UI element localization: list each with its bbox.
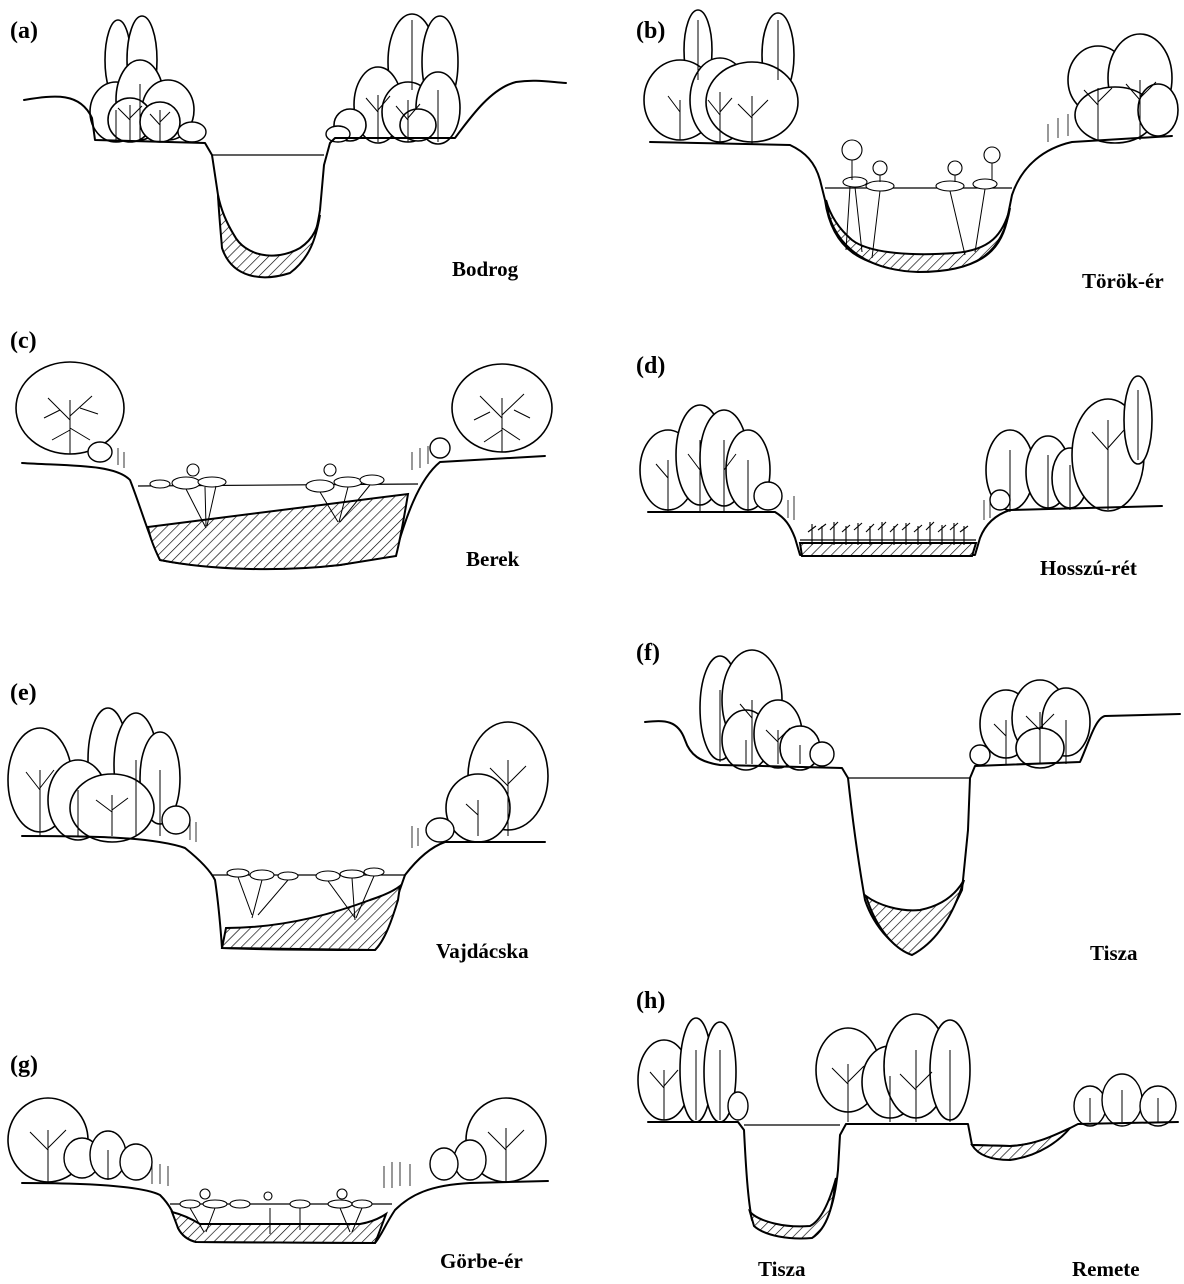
- panel-tag: (g): [10, 1052, 38, 1078]
- site-label: Vajdácska: [436, 939, 529, 963]
- site-label: Tisza: [1090, 941, 1138, 965]
- panel-b: (b): [636, 10, 1178, 293]
- panel-tag: (b): [636, 18, 665, 44]
- site-label: Tisza: [758, 1257, 806, 1281]
- vegetation-left: [16, 362, 124, 468]
- panel-tag: (h): [636, 988, 665, 1014]
- vegetation-left: [8, 708, 196, 842]
- vegetation-left: [644, 10, 798, 144]
- emergent-plants: [808, 522, 968, 545]
- panel-e: (e): [8, 680, 548, 963]
- vegetation-left: [90, 16, 206, 142]
- vegetation-right: [984, 376, 1152, 520]
- site-label: Bodrog: [452, 257, 519, 281]
- panel-h: (h) Tisza Remete: [636, 988, 1178, 1281]
- vegetation-left: [8, 1098, 168, 1186]
- vegetation-right: [412, 722, 548, 848]
- panel-tag: (c): [10, 328, 37, 354]
- site-label: Török-ér: [1082, 269, 1164, 293]
- site-label: Görbe-ér: [440, 1249, 523, 1273]
- vegetation-left: [640, 405, 794, 520]
- panel-d: (d) Hosszú-rét: [636, 353, 1162, 580]
- floating-plants: [842, 140, 1000, 258]
- site-label: Berek: [466, 547, 520, 571]
- vegetation-right: [384, 1098, 546, 1188]
- vegetation-right: [970, 680, 1090, 768]
- vegetation-right: [412, 364, 552, 470]
- panel-a: (a) Bodrog: [10, 14, 566, 281]
- vegetation-right: [1074, 1074, 1176, 1126]
- vegetation-right: [326, 14, 460, 144]
- site-label: Hosszú-rét: [1040, 556, 1137, 580]
- panel-tag: (f): [636, 640, 660, 666]
- vegetation-right: [1048, 34, 1178, 143]
- vegetation-left: [700, 650, 834, 770]
- panel-g: (g): [8, 1052, 548, 1273]
- panel-tag: (e): [10, 680, 37, 706]
- vegetation-left: [638, 1018, 748, 1122]
- panel-f: (f) Tisza: [636, 640, 1180, 965]
- panel-c: (c) Berek: [10, 328, 552, 571]
- vegetation-middle: [816, 1014, 970, 1122]
- panel-tag: (a): [10, 18, 38, 44]
- panel-tag: (d): [636, 353, 665, 379]
- site-label-2: Remete: [1072, 1257, 1140, 1281]
